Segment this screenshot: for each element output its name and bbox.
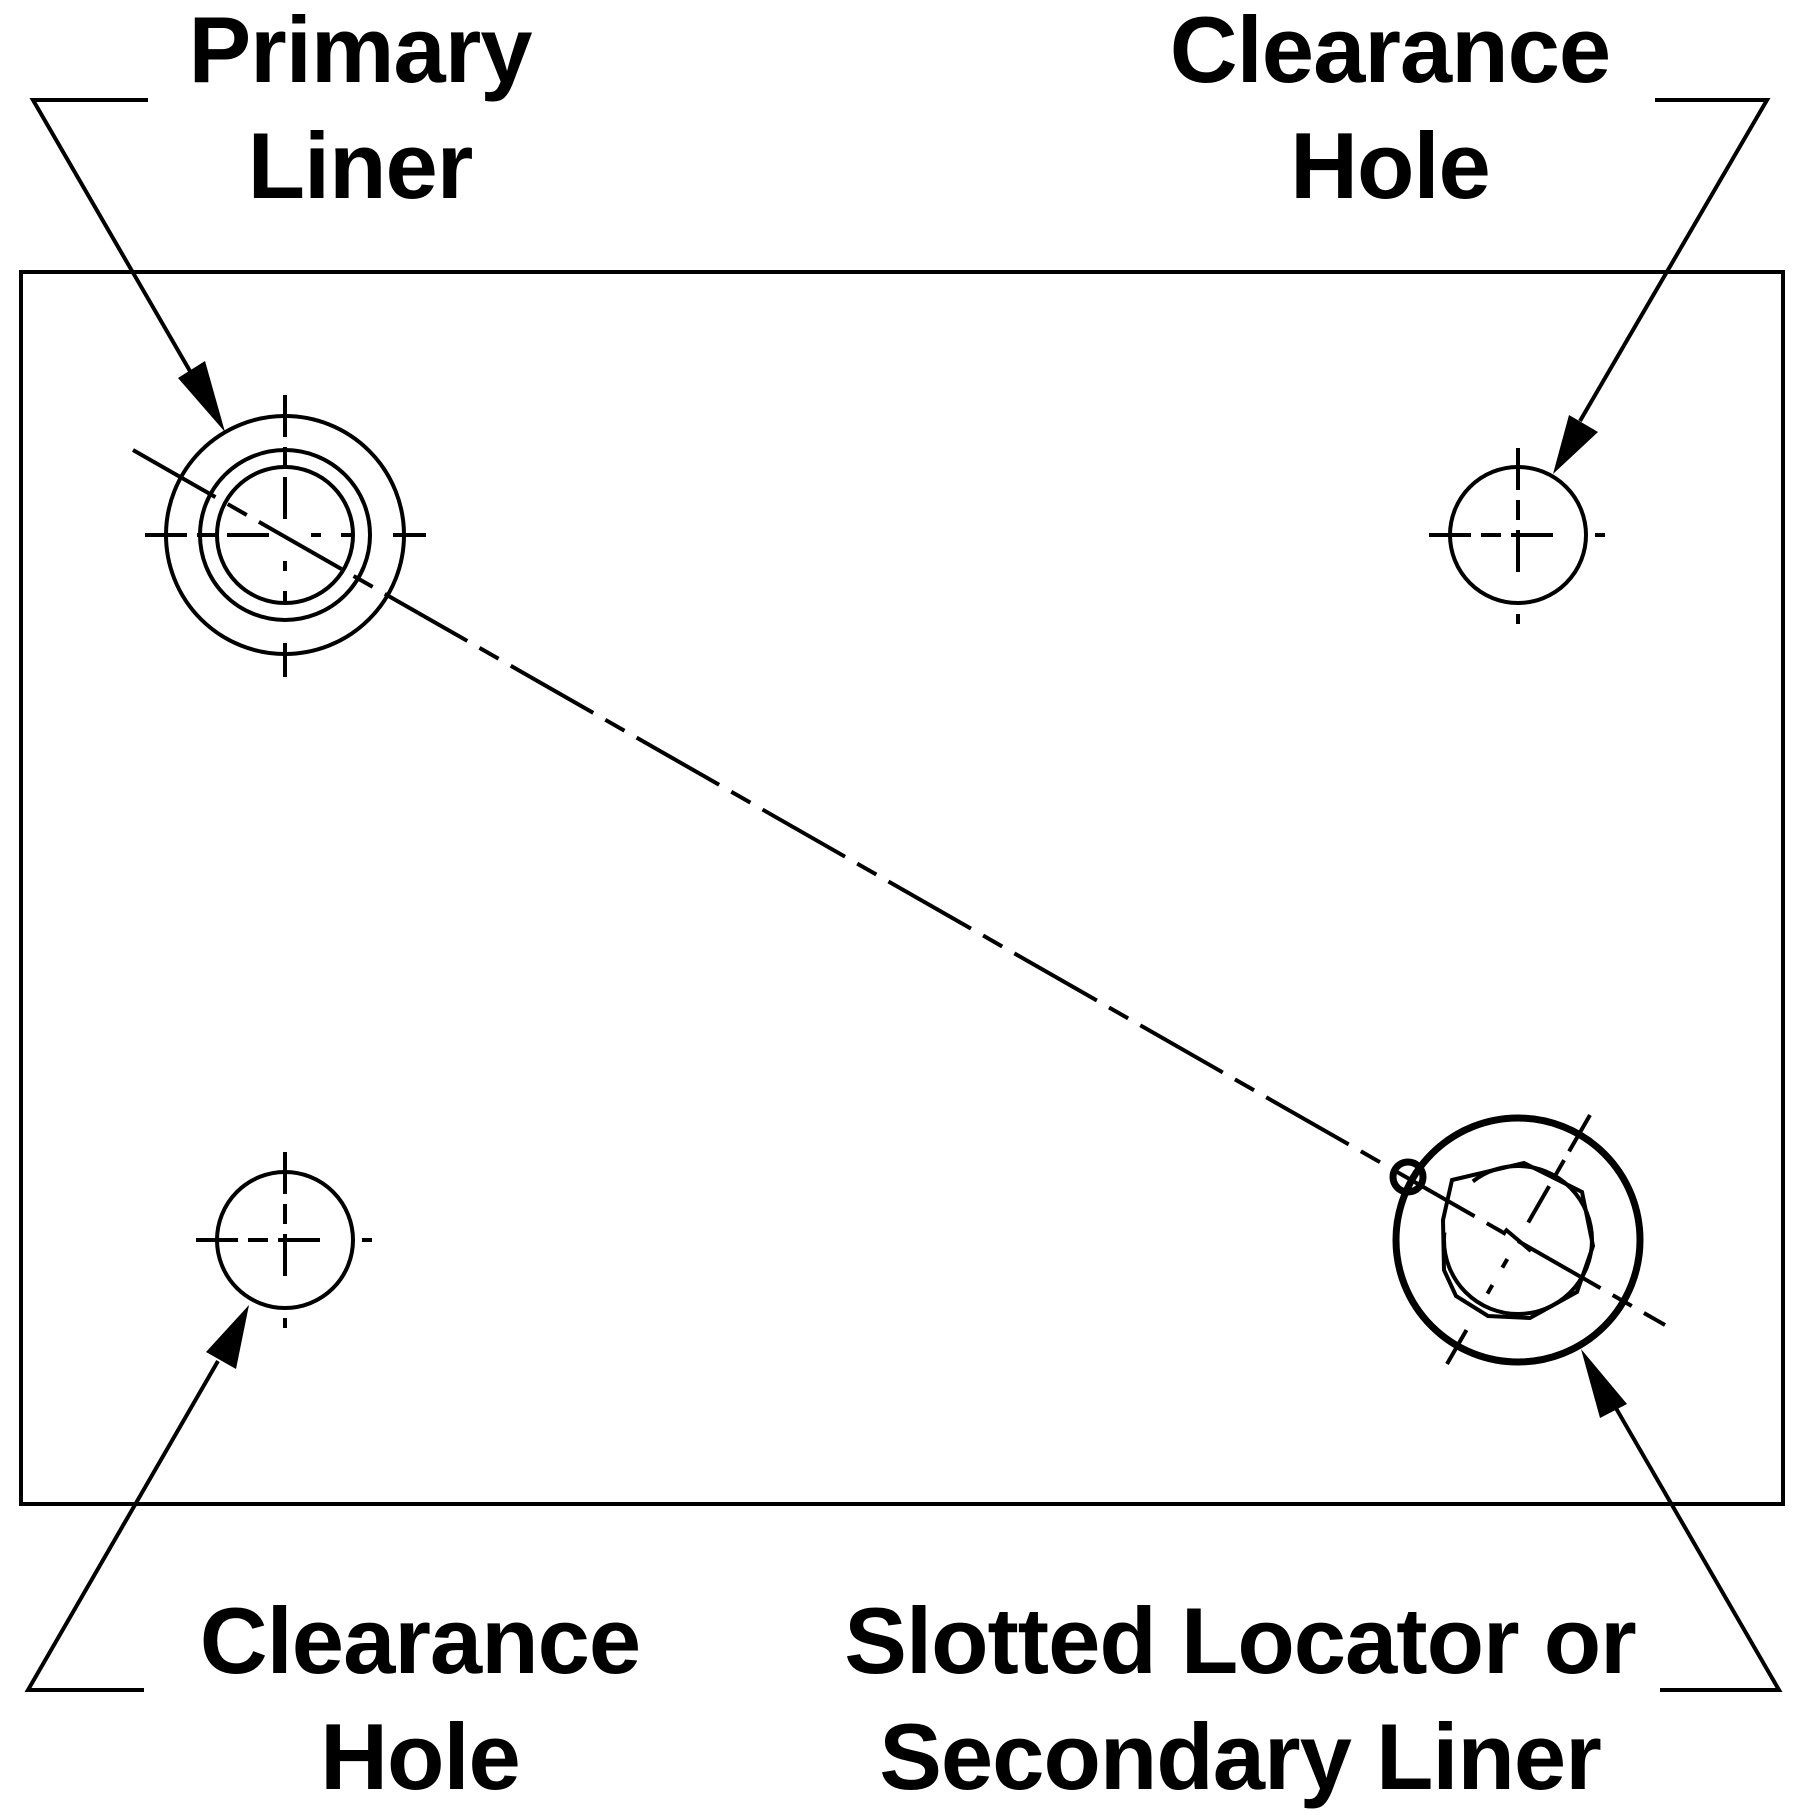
label-primary-liner-line-2: Liner [247, 113, 474, 218]
slotted-locator-cross-mark [1503, 1227, 1533, 1253]
leader-clearance-bottom-left [24, 1305, 249, 1692]
label-clearance-hole-bottom-left: Clearance Hole [160, 1583, 680, 1815]
slotted-locator-outer-circle [1392, 1114, 1644, 1366]
clearance-hole-bottom-left [196, 1152, 374, 1329]
leader-primary-liner-arrowhead [178, 361, 225, 432]
slotted-locator [1389, 1114, 1644, 1366]
label-clearance-hole-top-right-line-2: Hole [1290, 113, 1491, 218]
alignment-centerline [132, 448, 1666, 1327]
label-primary-liner: Primary Liner [130, 0, 590, 224]
label-clearance-hole-bottom-left-line-1: Clearance [199, 1588, 641, 1693]
label-primary-liner-line-1: Primary [188, 0, 532, 102]
leader-clearance-bottom-left-arrowhead [206, 1305, 249, 1369]
leader-clearance-top-right [1553, 98, 1771, 474]
label-slotted-locator-line-2: Secondary Liner [879, 1704, 1602, 1809]
label-clearance-hole-top-right-line-1: Clearance [1169, 0, 1611, 102]
label-slotted-locator-line-1: Slotted Locator or [844, 1588, 1636, 1693]
label-slotted-locator: Slotted Locator or Secondary Liner [800, 1583, 1680, 1815]
slotted-locator-slot-inner-arc [1442, 1164, 1594, 1316]
leader-clearance-top-right-arrowhead [1553, 415, 1598, 474]
leader-slotted-locator [1581, 1349, 1783, 1692]
plate-outline [19, 270, 1785, 1506]
label-clearance-hole-bottom-left-line-2: Hole [320, 1704, 521, 1809]
leader-primary-liner [29, 98, 225, 432]
clearance-hole-top-right [1429, 448, 1607, 624]
label-clearance-hole-top-right: Clearance Hole [1130, 0, 1650, 224]
slotted-locator-pin-circle [1389, 1158, 1427, 1196]
primary-liner [145, 395, 426, 677]
leader-slotted-locator-arrowhead [1581, 1349, 1627, 1418]
